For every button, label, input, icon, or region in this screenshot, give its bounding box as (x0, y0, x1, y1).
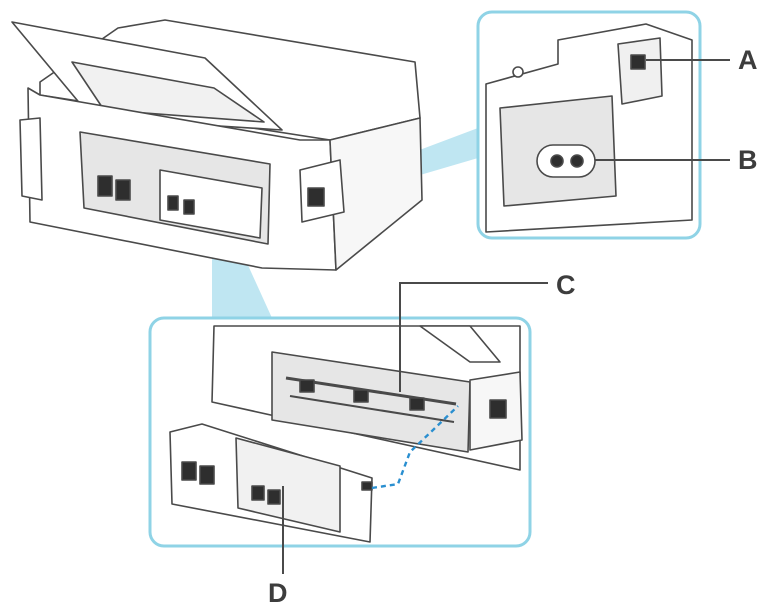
socket-pin-left (550, 154, 564, 168)
socket-pin-right (570, 154, 584, 168)
cover-hook (361, 481, 373, 491)
callout-label-b: B (738, 145, 758, 175)
cover-latch-right (199, 465, 215, 485)
cover-slot-2 (183, 199, 195, 215)
usb-port-recess (617, 37, 663, 105)
printer-left-edge (19, 117, 43, 201)
callout-label-c: C (556, 270, 576, 300)
inset-side-port (489, 399, 507, 419)
roller-hub-2 (353, 389, 369, 403)
inset-paper-support (419, 325, 501, 363)
cover-tab-2 (267, 489, 281, 505)
rear-cover-inner-window (235, 437, 341, 533)
inset-rear-cover-illustration (169, 325, 523, 543)
paper-support-inner (71, 61, 265, 123)
screw-hole-icon (512, 66, 524, 78)
printer-main-view (11, 19, 423, 271)
inset-rear-panel-illustration (485, 23, 693, 233)
cover-latch-left (181, 461, 197, 481)
callout-label-d: D (268, 578, 288, 608)
leader-line-c (399, 282, 548, 392)
usb-port-icon (630, 54, 646, 70)
callout-label-a: A (738, 45, 758, 75)
cover-slot-1 (167, 195, 179, 211)
roller-hub-3 (409, 397, 425, 411)
latch-slot-left (97, 175, 113, 197)
roller-hub-1 (299, 379, 315, 393)
feed-roller-lower (289, 395, 455, 423)
latch-slot-right (115, 179, 131, 201)
cover-tab-1 (251, 485, 265, 501)
printer-body-side-face (329, 117, 423, 271)
rear-cover-small (159, 169, 263, 239)
attachment-dashed-link (371, 405, 459, 490)
figure-eight-ac-socket-icon (536, 144, 596, 178)
side-port-dark (307, 187, 325, 207)
rear-paper-path-opening (271, 351, 471, 453)
